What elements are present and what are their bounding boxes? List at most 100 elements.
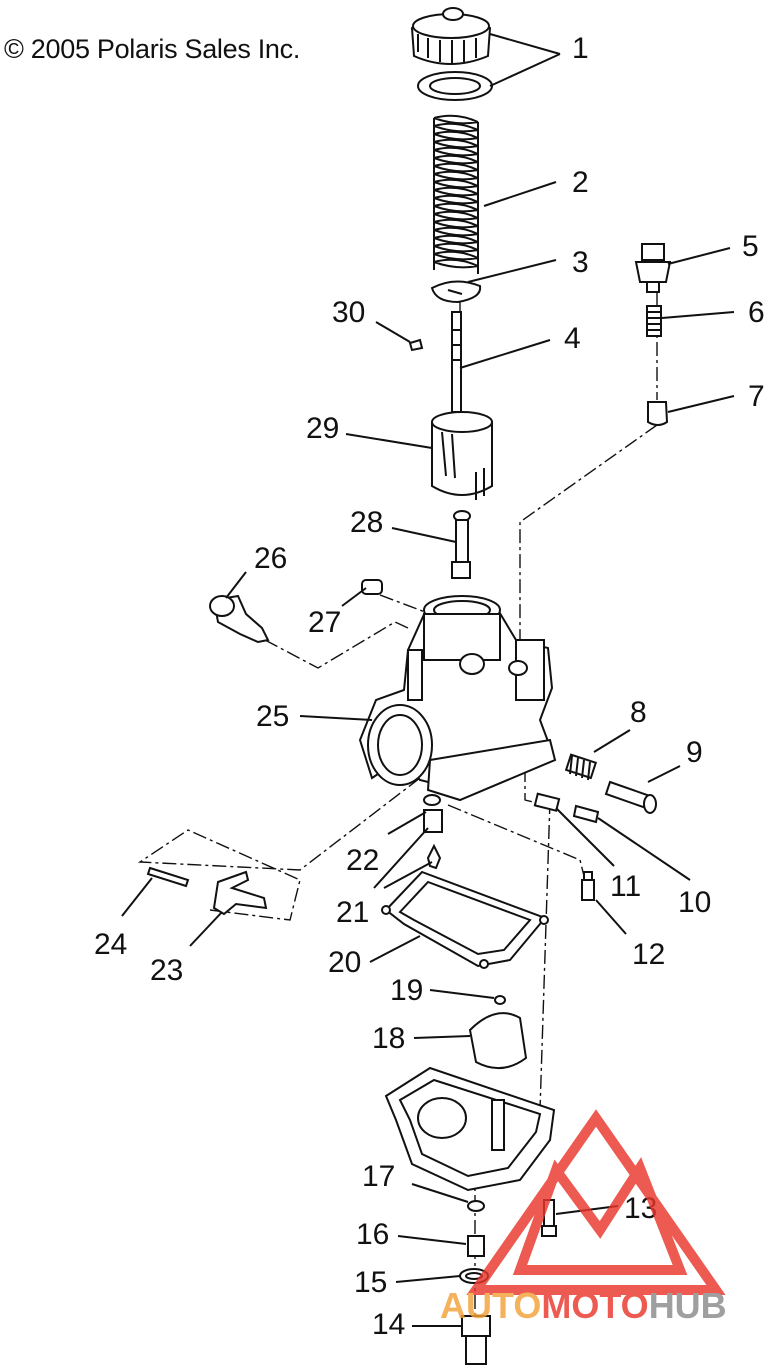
callout-3: 3 bbox=[572, 246, 589, 279]
leader-29 bbox=[345, 433, 433, 449]
dashed-line-27-body bbox=[379, 594, 426, 613]
dashed-line-7-body bbox=[519, 424, 658, 660]
callout-1: 1 bbox=[572, 32, 589, 65]
leader-17 bbox=[411, 1183, 469, 1203]
part-float bbox=[468, 1012, 528, 1069]
leader-16 bbox=[397, 1235, 467, 1245]
callout-27: 27 bbox=[308, 606, 341, 639]
callout-17: 17 bbox=[362, 1160, 395, 1193]
part-idle-screw bbox=[604, 780, 657, 814]
leader-20 bbox=[369, 935, 421, 963]
part-needle bbox=[451, 311, 462, 413]
part-drain-plug bbox=[461, 1315, 491, 1365]
leader-30 bbox=[375, 321, 411, 343]
leader-28 bbox=[391, 527, 457, 543]
leader-23 bbox=[189, 911, 223, 947]
part-plunger bbox=[647, 401, 669, 426]
callout-14: 14 bbox=[372, 1308, 405, 1341]
part-cable-fitting bbox=[209, 594, 270, 644]
callout-24: 24 bbox=[94, 928, 127, 961]
dashed-line-26-body bbox=[264, 621, 409, 669]
callout-15: 15 bbox=[354, 1266, 387, 1299]
leader-21 bbox=[373, 827, 433, 889]
part-float-pin bbox=[146, 866, 190, 888]
callout-18: 18 bbox=[372, 1022, 405, 1055]
callout-11: 11 bbox=[610, 870, 641, 903]
part-main-jet bbox=[467, 1235, 485, 1257]
leader-19 bbox=[429, 989, 495, 999]
callout-5: 5 bbox=[742, 230, 759, 263]
callout-20: 20 bbox=[328, 946, 361, 979]
callout-19: 19 bbox=[390, 974, 423, 1007]
callout-12: 12 bbox=[632, 938, 665, 971]
callout-6: 6 bbox=[748, 296, 765, 329]
leader-15 bbox=[395, 1275, 461, 1283]
part-small-spring-11 bbox=[533, 792, 561, 812]
leader-4 bbox=[459, 339, 551, 369]
part-adjuster bbox=[634, 243, 672, 293]
callout-16: 16 bbox=[356, 1218, 389, 1251]
part-cap bbox=[410, 7, 492, 65]
leader-26 bbox=[225, 571, 247, 599]
watermark-moto: MOTO bbox=[541, 1285, 648, 1326]
watermark-hub: HUB bbox=[649, 1285, 727, 1326]
callout-25: 25 bbox=[256, 700, 289, 733]
part-throttle-slide bbox=[431, 411, 493, 500]
part-spring bbox=[433, 114, 479, 274]
callout-7: 7 bbox=[748, 380, 765, 413]
leader-10 bbox=[597, 817, 691, 881]
callout-10: 10 bbox=[678, 886, 711, 919]
part-float-bowl bbox=[384, 1066, 556, 1192]
callout-26: 26 bbox=[254, 542, 287, 575]
callout-2: 2 bbox=[572, 166, 589, 199]
part-spring-seat bbox=[430, 280, 482, 304]
leader-18 bbox=[413, 1035, 471, 1039]
part-screw-spring bbox=[564, 753, 598, 781]
leader-5 bbox=[667, 247, 731, 265]
part-gasket bbox=[381, 870, 549, 969]
leader-1 bbox=[489, 33, 561, 87]
triangle-logo-icon bbox=[466, 1109, 726, 1295]
part-float-arm bbox=[212, 870, 268, 916]
copyright-notice: © 2005 Polaris Sales Inc. bbox=[4, 34, 301, 64]
callout-9: 9 bbox=[686, 736, 703, 769]
automotohub-watermark: AUTOMOTOHUB bbox=[440, 1109, 727, 1326]
part-small-spring bbox=[646, 305, 662, 337]
watermark-auto: AUTO bbox=[440, 1285, 541, 1326]
part-pilot-screw bbox=[451, 510, 471, 579]
callout-28: 28 bbox=[350, 506, 383, 539]
leader-8 bbox=[593, 729, 631, 753]
part-jet-21 bbox=[426, 843, 442, 870]
callout-29: 29 bbox=[306, 412, 339, 445]
callout-21: 21 bbox=[336, 896, 369, 929]
leader-12 bbox=[595, 899, 627, 935]
leader-7 bbox=[667, 395, 735, 413]
callout-23: 23 bbox=[150, 954, 183, 987]
leader-25 bbox=[299, 715, 373, 721]
leader-11 bbox=[555, 807, 615, 867]
leader-22 bbox=[387, 811, 427, 835]
svg-text:AUTOMOTOHUB: AUTOMOTOHUB bbox=[440, 1285, 727, 1326]
part-carburetor-body bbox=[358, 595, 557, 802]
leader-24 bbox=[121, 877, 153, 917]
part-washer-17 bbox=[467, 1200, 485, 1212]
part-ring bbox=[417, 71, 493, 101]
part-small-screw bbox=[572, 804, 600, 824]
leader-9 bbox=[647, 765, 681, 783]
leader-2 bbox=[483, 181, 557, 207]
part-needle-valve bbox=[494, 995, 506, 1005]
dashed-line-bowl bbox=[539, 799, 551, 1111]
callout-22: 22 bbox=[346, 844, 379, 877]
part-screw-12 bbox=[581, 871, 595, 901]
callout-8: 8 bbox=[630, 696, 647, 729]
leader-3 bbox=[467, 259, 557, 283]
dashed-line-23-24 bbox=[137, 777, 421, 921]
part-jet-22 bbox=[423, 794, 443, 833]
part-cap-27 bbox=[361, 579, 383, 595]
part-clip bbox=[408, 338, 424, 352]
callout-30: 30 bbox=[332, 296, 365, 329]
leader-27 bbox=[341, 587, 367, 607]
callout-4: 4 bbox=[564, 322, 581, 355]
leader-6 bbox=[661, 311, 735, 319]
